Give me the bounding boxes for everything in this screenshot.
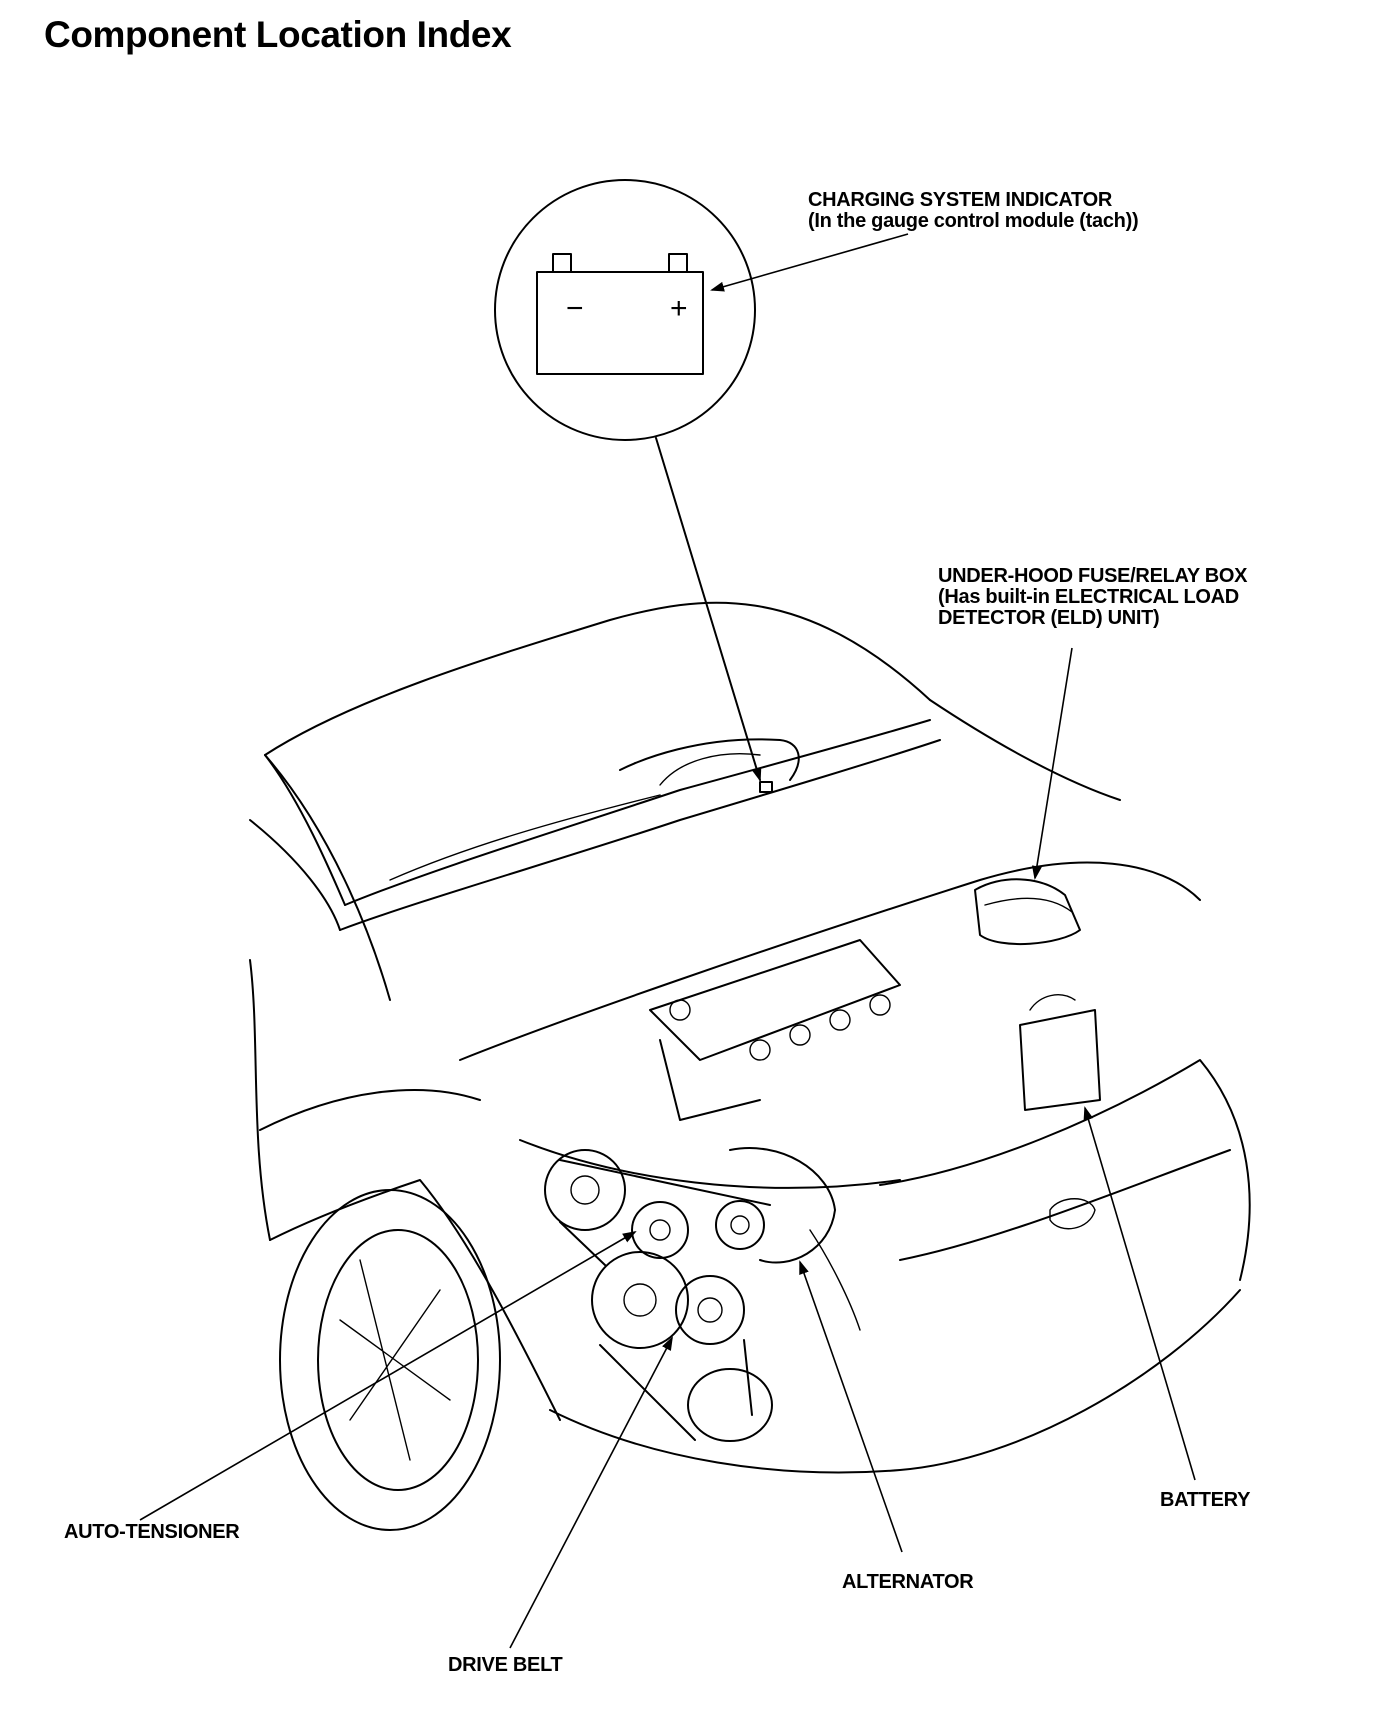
battery-plus-sign: + [670,292,688,325]
fuse-box-note-1: (Has built-in ELECTRICAL LOAD [938,586,1239,608]
battery-minus-sign: − [566,292,584,325]
fuse-box-note-2: DETECTOR (ELD) UNIT) [938,607,1160,629]
battery-symbol-icon: − + [536,253,704,375]
ignition-coil-3 [829,1009,851,1031]
bumper-lower [549,1289,1241,1474]
pulley-hub-4 [623,1283,657,1317]
front-wheel-tire [279,1189,501,1531]
wheel-spokes [339,1259,451,1461]
headlight-edge [809,1229,861,1331]
a-pillar-left [264,754,391,1001]
bumper-grille-line [899,1149,1231,1261]
leader-auto-tensioner [139,1230,637,1521]
pulley-ac-compressor [675,1275,745,1345]
alternator-label: ALTERNATOR [842,1571,974,1593]
auto-tensioner-label: AUTO-TENSIONER [64,1521,240,1543]
leader-lines [139,233,1196,1649]
alternator-body [729,1147,836,1264]
pulley-idler [687,1368,773,1442]
valve-cover [649,939,901,1061]
pulley-crankshaft-upper [544,1149,626,1231]
battery-cable [1029,994,1076,1011]
inset-to-dash-leader [655,437,762,782]
pulley-hub-2 [649,1219,671,1241]
fuse-box-label: UNDER-HOOD FUSE/RELAY BOX [938,565,1248,587]
drive-belt-label: DRIVE BELT [448,1654,563,1676]
bumper-upper [879,1059,1251,1281]
callout-charging-indicator: CHARGING SYSTEM INDICATOR (In the gauge … [808,189,1139,232]
fuse-relay-box [974,878,1081,945]
hood-inner-line [389,794,661,881]
pulley-auto-tensioner [631,1201,689,1259]
ignition-coil-4 [869,994,891,1016]
front-wheel-rim [317,1229,479,1491]
pulley-hub-1 [570,1175,600,1205]
front-fender-left [269,1179,561,1421]
pulley-hub-5 [697,1297,723,1323]
dash-gauge-arc [659,753,761,786]
hood-top-edge [264,601,931,756]
charging-indicator-label: CHARGING SYSTEM INDICATOR [808,189,1112,211]
engine-bay-battery [1019,1009,1101,1111]
page-title: Component Location Index [44,14,512,55]
indicator-inset: − + [494,179,762,782]
door-line [249,819,341,931]
ignition-coil-2 [789,1024,811,1046]
inset-circle [494,179,756,441]
car-illustration [249,601,1251,1531]
engine-bay-rear [459,861,1201,1061]
ignition-coil-1 [749,1039,771,1061]
dash-charging-indicator [759,781,773,793]
leader-fuse-box [1031,647,1073,880]
leader-drive-belt [509,1336,673,1649]
pulley-hub-3 [730,1215,750,1235]
callout-fuse-box: UNDER-HOOD FUSE/RELAY BOX (Has built-in … [938,565,1248,629]
pulley-alternator [715,1200,765,1250]
fuse-box-lid-line [984,897,1073,913]
battery-label: BATTERY [1160,1489,1251,1511]
engine-block-front [659,1039,761,1121]
hood-edge-mid [344,719,931,906]
pulley-crank-lower [591,1251,689,1349]
engine-bay-front [519,1139,901,1189]
drive-belt-path [559,1159,771,1441]
engine-cap-1 [669,999,691,1021]
front-emblem [1049,1198,1096,1230]
hood-edge-lower [339,739,941,931]
body-left [249,959,271,1241]
dash-binnacle [619,738,800,781]
leader-charging-indicator [710,233,909,292]
fender-right-top [929,699,1121,801]
leader-battery [1083,1106,1196,1481]
charging-indicator-note: (In the gauge control module (tach)) [808,210,1139,232]
hood-left-side [264,754,346,906]
leader-alternator [799,1260,903,1553]
wheel-arch-top [259,1089,481,1131]
